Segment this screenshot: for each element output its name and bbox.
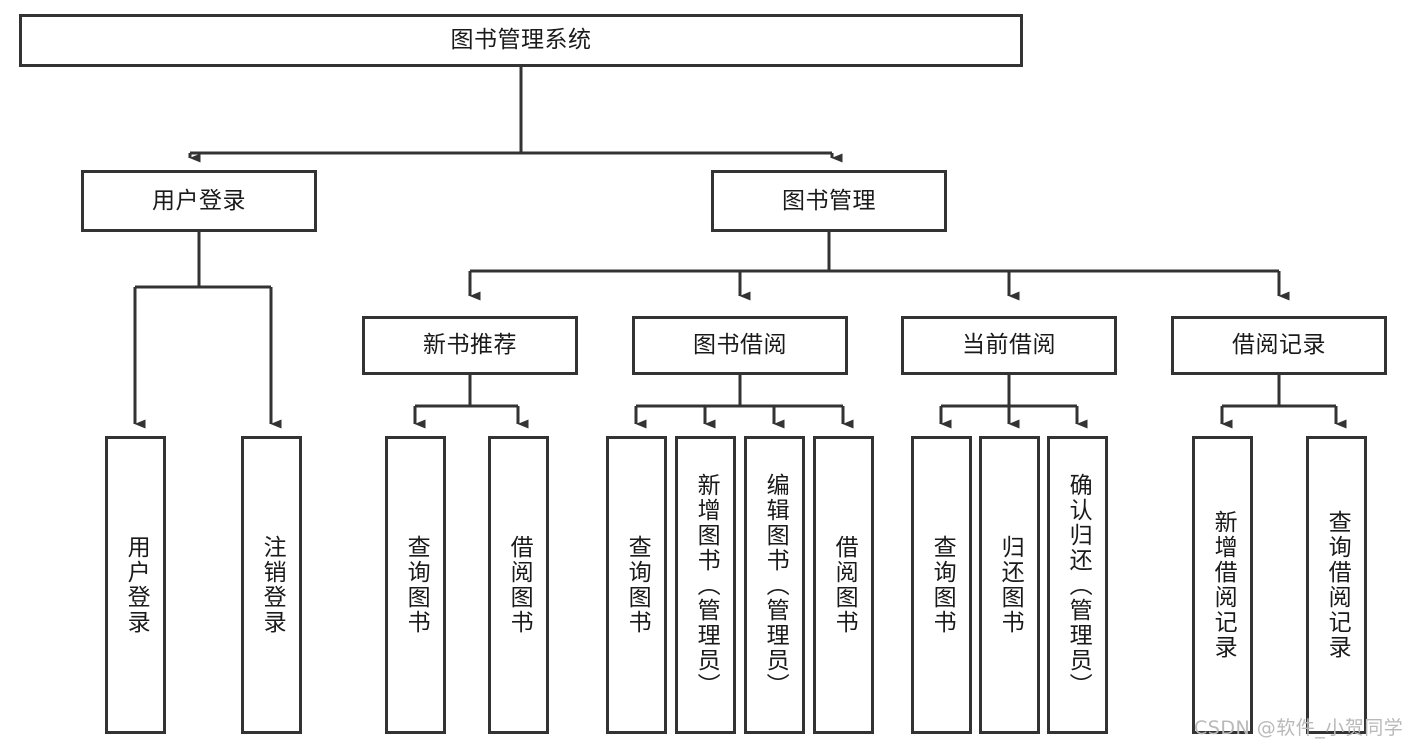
node-label: 当前借阅	[962, 332, 1056, 359]
node-user-login[interactable]: 用户登录	[81, 170, 317, 232]
node-leaf-query-books-current[interactable]: 查询图书	[911, 436, 972, 734]
node-borrow-records[interactable]: 借阅记录	[1171, 316, 1387, 375]
node-label: 归还图书	[997, 535, 1024, 635]
node-book-borrow[interactable]: 图书借阅	[632, 316, 848, 375]
node-book-management[interactable]: 图书管理	[711, 170, 947, 232]
node-label: 新增借阅记录	[1210, 510, 1237, 660]
csdn-watermark: CSDN @软件_小贺同学	[1194, 717, 1404, 739]
node-leaf-user-login[interactable]: 用户登录	[105, 436, 166, 734]
node-leaf-confirm-return-admin[interactable]: 确认归还（管理员）	[1047, 436, 1108, 734]
node-new-book-recommend[interactable]: 新书推荐	[362, 316, 578, 375]
node-leaf-query-books-recommend[interactable]: 查询图书	[385, 436, 446, 734]
node-label: 新增图书（管理员）	[693, 472, 720, 698]
node-leaf-add-book-admin[interactable]: 新增图书（管理员）	[675, 436, 736, 734]
node-label: 新书推荐	[423, 332, 517, 359]
node-label: 用户登录	[123, 535, 150, 635]
node-label: 查询图书	[624, 535, 651, 635]
node-label: 查询图书	[403, 535, 430, 635]
node-label: 图书借阅	[693, 332, 787, 359]
node-label: 编辑图书（管理员）	[762, 472, 789, 698]
node-label: 确认归还（管理员）	[1065, 472, 1092, 698]
node-root-book-management-system[interactable]: 图书管理系统	[19, 14, 1023, 67]
node-label: 查询图书	[929, 535, 956, 635]
node-label: 借阅图书	[831, 535, 858, 635]
node-label: 注销登录	[259, 535, 286, 635]
node-leaf-add-borrow-record[interactable]: 新增借阅记录	[1192, 436, 1253, 734]
node-label: 借阅图书	[506, 535, 533, 635]
node-leaf-borrow-books[interactable]: 借阅图书	[813, 436, 874, 734]
node-label: 查询借阅记录	[1324, 510, 1351, 660]
node-label: 借阅记录	[1232, 332, 1326, 359]
node-label: 图书管理	[782, 187, 876, 214]
node-leaf-borrow-books-recommend[interactable]: 借阅图书	[488, 436, 549, 734]
node-leaf-edit-book-admin[interactable]: 编辑图书（管理员）	[744, 436, 805, 734]
node-leaf-query-books-borrow[interactable]: 查询图书	[606, 436, 667, 734]
node-label: 用户登录	[152, 187, 246, 214]
node-current-borrow[interactable]: 当前借阅	[901, 316, 1117, 375]
node-leaf-logout[interactable]: 注销登录	[241, 436, 302, 734]
node-leaf-return-books[interactable]: 归还图书	[979, 436, 1040, 734]
node-label: 图书管理系统	[450, 27, 592, 54]
node-leaf-query-borrow-record[interactable]: 查询借阅记录	[1306, 436, 1367, 734]
